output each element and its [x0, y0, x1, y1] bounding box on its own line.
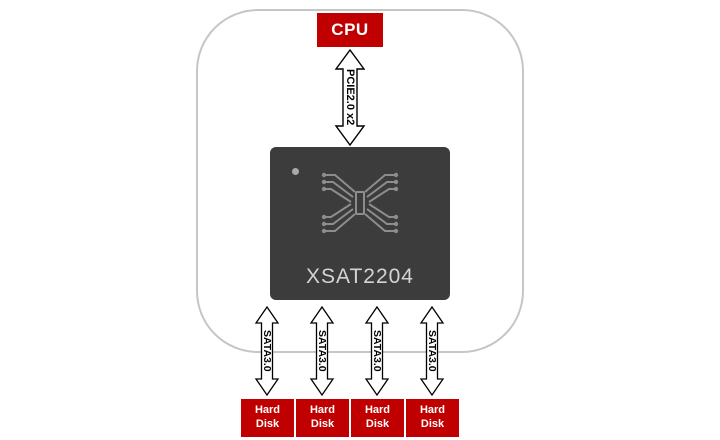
double-arrow-icon — [334, 49, 366, 146]
sata-link-4: SATA3.0 — [419, 306, 445, 396]
chip-block: XSAT2204 — [270, 147, 450, 300]
hard-disk-3: Hard Disk — [351, 399, 404, 437]
soc-boundary-outline — [196, 9, 524, 353]
hard-disk-label: Hard Disk — [254, 404, 281, 430]
pcie-link: PCIE2.0 x2 — [334, 49, 366, 146]
hard-disk-2: Hard Disk — [296, 399, 349, 437]
hard-disk-1: Hard Disk — [241, 399, 294, 437]
sata-label: SATA3.0 — [261, 330, 273, 372]
hard-disk-4: Hard Disk — [406, 399, 459, 437]
pcie-label: PCIE2.0 x2 — [344, 69, 356, 126]
double-arrow-icon — [419, 306, 445, 396]
pin1-dot-icon — [292, 168, 299, 175]
hard-disk-label: Hard Disk — [364, 404, 391, 430]
sata-label: SATA3.0 — [316, 330, 328, 372]
sata-label: SATA3.0 — [426, 330, 438, 372]
double-arrow-icon — [364, 306, 390, 396]
cpu-label: CPU — [331, 20, 369, 39]
double-arrow-icon — [309, 306, 335, 396]
sata-link-2: SATA3.0 — [309, 306, 335, 396]
hard-disk-label: Hard Disk — [419, 404, 446, 430]
sata-label: SATA3.0 — [371, 330, 383, 372]
sata-link-3: SATA3.0 — [364, 306, 390, 396]
double-arrow-icon — [254, 306, 280, 396]
chip-part-number: XSAT2204 — [305, 265, 414, 288]
cpu-block: CPU — [317, 13, 383, 47]
chip-logo-icon — [321, 172, 399, 234]
sata-link-1: SATA3.0 — [254, 306, 280, 396]
hard-disk-label: Hard Disk — [309, 404, 336, 430]
